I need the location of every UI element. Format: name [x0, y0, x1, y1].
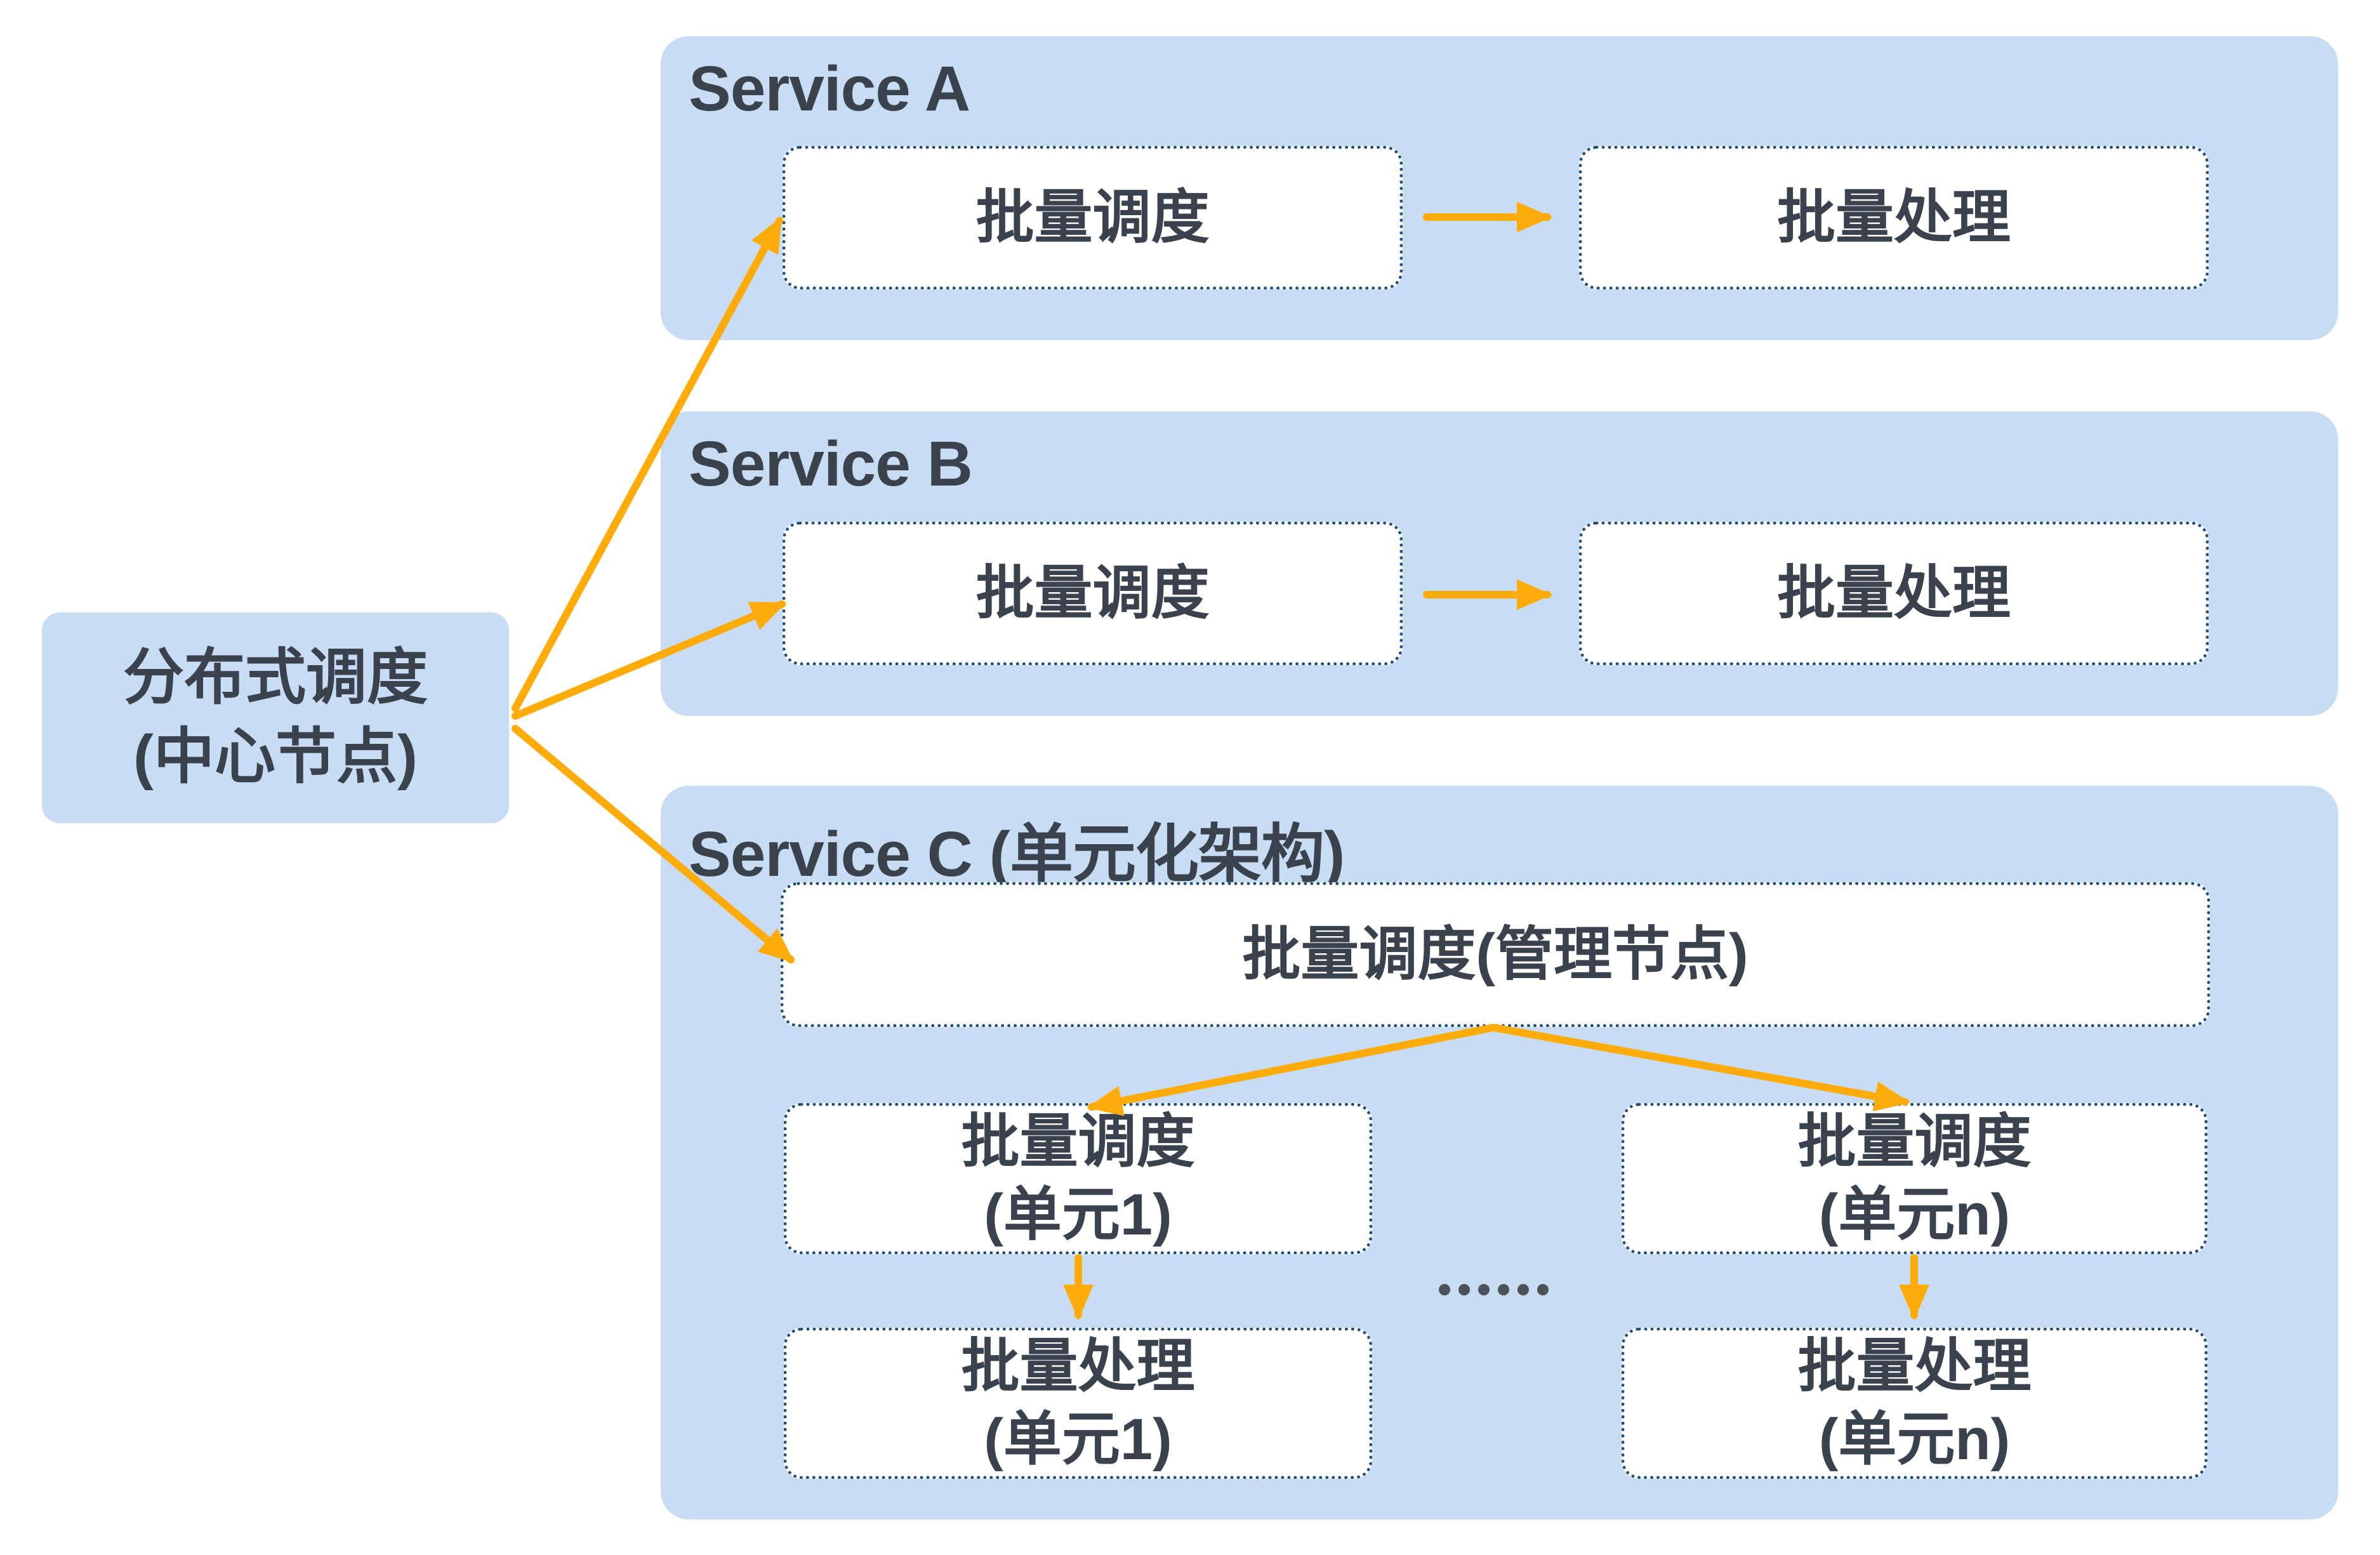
service-c-unitn-processor-box: 批量处理 (单元n)	[1622, 1328, 2207, 1479]
service-a-title: Service A	[689, 53, 970, 124]
service-a-batch-scheduler-label: 批量调度	[975, 185, 1210, 250]
service-b-batch-scheduler-box: 批量调度	[783, 522, 1403, 665]
service-c-unitn-scheduler-line2: (单元n)	[1818, 1182, 2011, 1247]
service-c-unit1-processor-line2: (单元1)	[984, 1407, 1172, 1472]
ellipsis-dot-icon	[1498, 1284, 1509, 1295]
panel-service-b: Service B 批量调度 批量处理	[661, 411, 2338, 716]
service-b-batch-scheduler-label: 批量调度	[975, 560, 1210, 626]
service-c-unitn-scheduler-line1: 批量调度	[1797, 1109, 2032, 1174]
service-c-manager-node-label: 批量调度(管理节点)	[1242, 922, 1749, 987]
service-a-batch-scheduler-box: 批量调度	[783, 146, 1403, 289]
service-c-unit1-scheduler-line2: (单元1)	[984, 1182, 1172, 1247]
service-c-unit1-processor-box: 批量处理 (单元1)	[784, 1328, 1372, 1479]
central-node-label-line1: 分布式调度	[123, 644, 428, 712]
central-node-label-line2: (中心节点)	[133, 723, 418, 791]
ellipsis-dot-icon	[1537, 1284, 1549, 1295]
central-scheduler-node: 分布式调度 (中心节点)	[42, 612, 509, 823]
service-a-batch-processor-box: 批量处理	[1579, 146, 2209, 289]
service-c-unit1-processor-line1: 批量处理	[961, 1334, 1195, 1399]
service-c-unitn-processor-line2: (单元n)	[1818, 1407, 2011, 1472]
service-a-batch-processor-label: 批量处理	[1776, 185, 2011, 250]
ellipsis-dot-icon	[1458, 1284, 1470, 1295]
service-b-title: Service B	[689, 428, 973, 500]
ellipsis-dot-icon	[1439, 1284, 1450, 1295]
service-c-unitn-processor-line1: 批量处理	[1797, 1334, 2032, 1399]
service-c-unitn-scheduler-box: 批量调度 (单元n)	[1622, 1103, 2207, 1254]
ellipsis-dot-icon	[1478, 1284, 1490, 1295]
panel-service-c: Service C (单元化架构) 批量调度(管理节点) 批量调度 (单元1) …	[661, 786, 2338, 1519]
service-c-manager-node-box: 批量调度(管理节点)	[781, 882, 2210, 1027]
ellipsis-dots	[1439, 1284, 1549, 1295]
ellipsis-dot-icon	[1517, 1284, 1529, 1295]
service-c-unit1-scheduler-line1: 批量调度	[961, 1109, 1195, 1174]
panel-service-a: Service A 批量调度 批量处理	[661, 36, 2338, 340]
service-b-batch-processor-box: 批量处理	[1579, 522, 2209, 665]
service-c-unit1-scheduler-box: 批量调度 (单元1)	[784, 1103, 1372, 1254]
service-c-title: Service C (单元化架构)	[689, 819, 1345, 890]
service-b-batch-processor-label: 批量处理	[1776, 560, 2011, 626]
